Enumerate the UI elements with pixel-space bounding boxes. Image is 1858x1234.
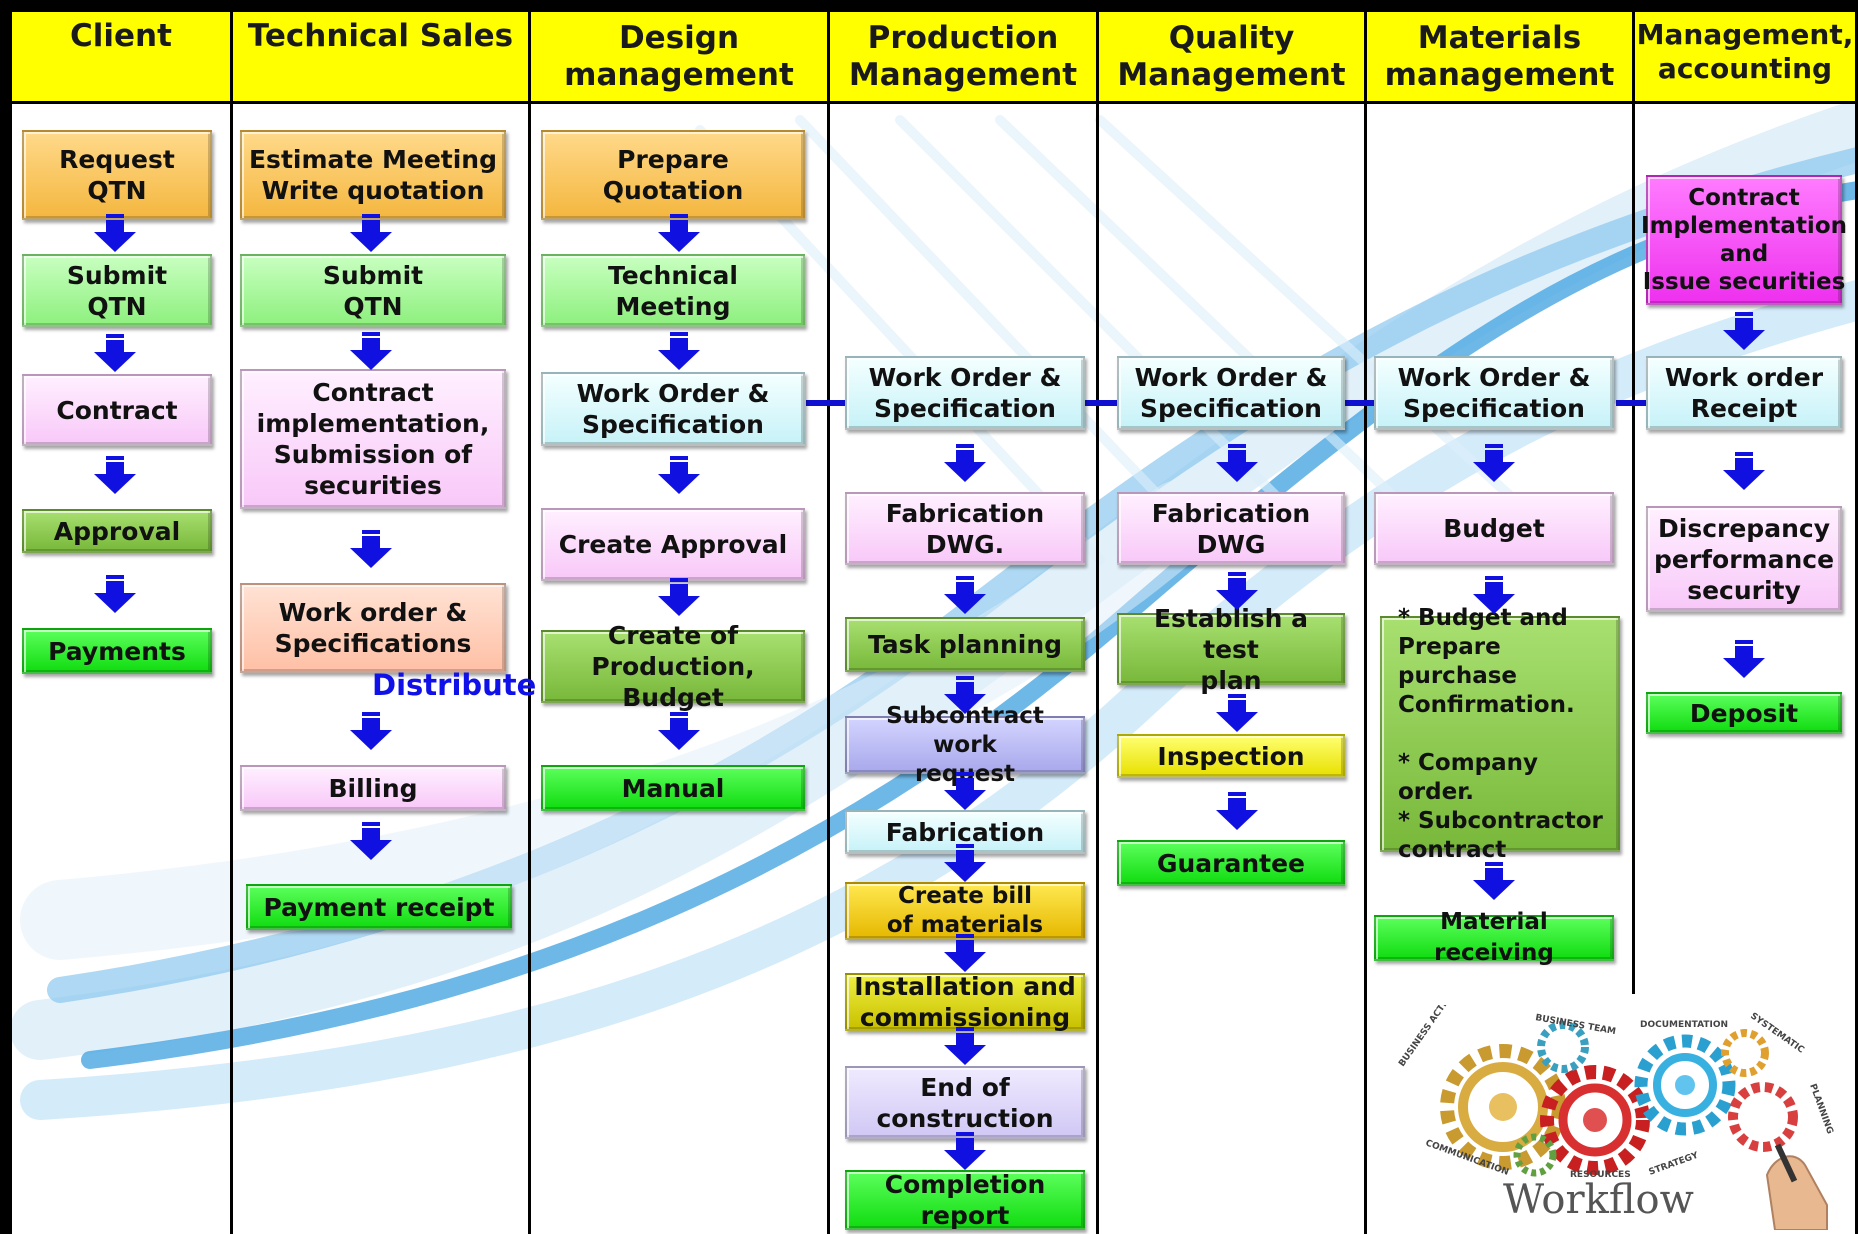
payments-box: Payments [22,628,212,674]
column-header-management-accounting: Management, accounting [1635,12,1855,104]
column-divider [1632,12,1635,994]
sales-submit-qtn-box: Submit QTN [240,254,506,327]
request-qtn-box: Request QTN [22,130,212,220]
create-bill-of-materials-box: Create bill of materials [845,882,1085,940]
technical-meeting-box: Technical Meeting [541,254,805,327]
column-header-design-management: Design management [531,12,827,104]
gear-icon [1634,1034,1736,1136]
column-divider [230,12,233,1234]
budget-box: Budget [1374,492,1614,565]
payment-receipt-box: Payment receipt [246,884,512,930]
test-plan-box: Establish a test plan [1117,604,1345,695]
production-work-order-box: Work Order & Specification [845,356,1085,430]
approval-box: Approval [22,509,212,553]
hand-icon [1765,1143,1828,1230]
inspection-box: Inspection [1117,734,1345,778]
gear-icon [1540,1065,1650,1175]
work-order-connector [1342,400,1376,406]
contract-box: Contract [22,374,212,446]
budget-details-box: * Budget and Prepare purchase Confirmati… [1380,605,1620,863]
column-header-client: Client [12,12,230,104]
frame-left [0,0,12,1234]
design-work-order-box: Work Order & Specification [541,372,805,446]
logo-word: STRATEGY [1648,1151,1701,1178]
column-divider [1096,12,1099,1234]
end-of-construction-box: End of construction [845,1066,1085,1139]
column-header-production-management: Production Management [830,12,1096,104]
column-header-materials-management: Materials management [1367,12,1632,104]
fabrication-box: Fabrication [845,810,1085,854]
work-order-receipt-box: Work order Receipt [1646,356,1842,430]
prepare-quotation-box: Prepare Quotation [541,130,805,220]
discrepancy-security-box: Discrepancy performance security [1646,506,1842,612]
frame-right [1855,0,1858,1234]
production-fabrication-dwg-box: Fabrication DWG. [845,492,1085,565]
column-header-quality-management: Quality Management [1099,12,1364,104]
quality-work-order-box: Work Order & Specification [1117,356,1345,430]
logo-word: RESOURCES [1570,1170,1631,1180]
contract-implementation-box: Contract implementation, Submission of s… [240,369,506,509]
column-divider [827,12,830,1234]
quality-fabrication-dwg-box: Fabrication DWG [1117,492,1345,565]
column-header-technical-sales: Technical Sales [233,12,528,104]
deposit-box: Deposit [1646,692,1842,734]
work-order-connector [806,400,846,406]
completion-report-box: Completion report [845,1170,1085,1230]
distribute-label: Distribute [372,668,537,702]
guarantee-box: Guarantee [1117,840,1345,886]
client-submit-qtn-box: Submit QTN [22,254,212,327]
work-order-connector [1616,400,1648,406]
workflow-gears-logo: BUSINESS ACTIVITY BUSINESS TEAM DOCUMENT… [1397,1005,1835,1230]
create-production-budget-box: Create of Production, Budget [541,621,805,712]
material-receiving-box: Material receiving [1374,909,1614,966]
logo-word: DOCUMENTATION [1640,1020,1728,1030]
column-divider [1364,12,1367,1234]
workflow-logo-title: Workflow [1503,1177,1694,1223]
subcontract-work-request-box: Subcontract work request [845,703,1085,787]
logo-word: PLANNING [1807,1083,1834,1136]
accounting-contract-implementation-box: Contract Implementation and Issue securi… [1641,175,1847,305]
gear-icon [1513,1021,1798,1177]
sales-work-order-box: Work order & Specifications [240,583,506,673]
manual-box: Manual [541,765,805,811]
materials-work-order-box: Work Order & Specification [1374,356,1614,430]
work-order-connector [1085,400,1120,406]
estimate-meeting-box: Estimate Meeting Write quotation [240,130,506,220]
frame-top [0,0,1858,12]
installation-commissioning-box: Installation and commissioning [845,972,1085,1032]
logo-word: BUSINESS ACTIVITY [1397,1005,1462,1069]
task-planning-box: Task planning [845,617,1085,672]
billing-box: Billing [240,765,506,811]
column-divider [528,12,531,1234]
create-approval-box: Create Approval [541,508,805,581]
